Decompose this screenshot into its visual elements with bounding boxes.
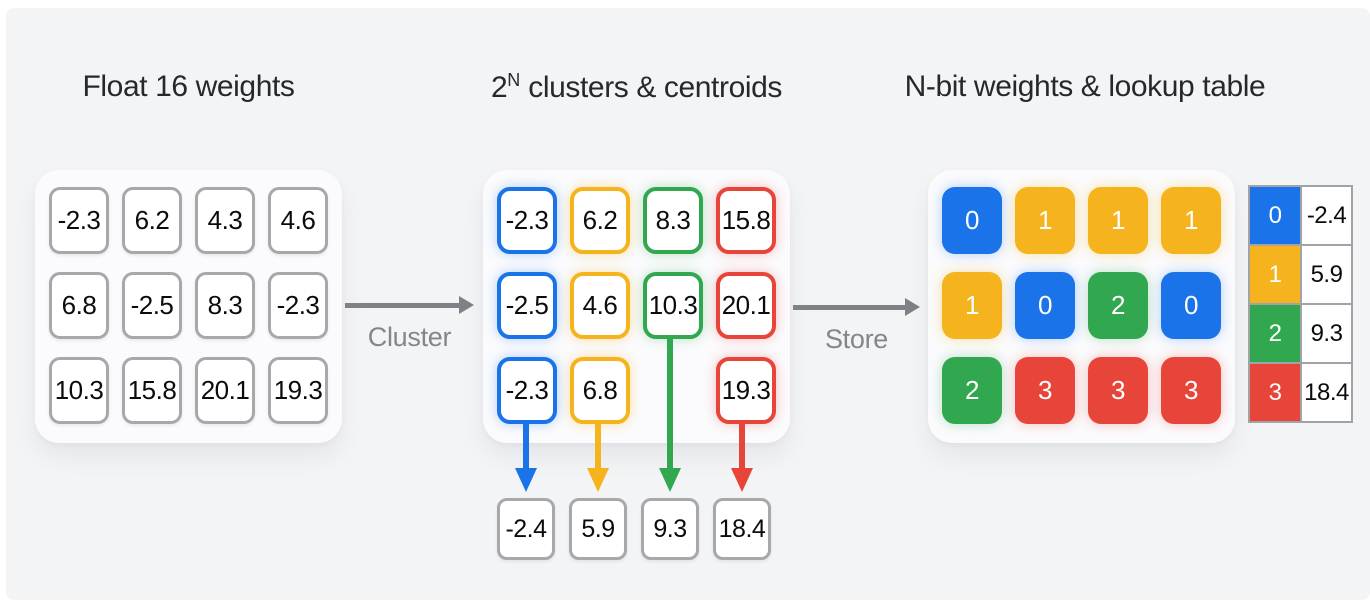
index-cell: 1 [942, 272, 1002, 339]
cluster-cell: 15.8 [716, 187, 776, 254]
weight-cell: -2.3 [49, 187, 109, 254]
centroid-cell: 18.4 [713, 498, 771, 560]
lookup-value-cell: 5.9 [1302, 246, 1351, 303]
nbit-weights-lookup-title: N-bit weights & lookup table [904, 70, 1266, 103]
arrow-head [731, 468, 753, 492]
lookup-index-cell: 3 [1250, 364, 1300, 421]
nbit-weights-grid: 0 1 1 1 1 0 2 0 2 3 3 3 [942, 187, 1221, 424]
cluster-cell: 10.3 [643, 272, 703, 339]
lookup-table: 0 -2.4 1 5.9 2 9.3 3 18.4 [1248, 185, 1353, 423]
cluster-cell: -2.3 [497, 187, 557, 254]
store-arrow-head [905, 298, 920, 316]
centroid-arrow-blue [515, 421, 537, 492]
clusters-centroids-title: 2N clusters & centroids [483, 70, 790, 105]
cluster-cell: -2.5 [497, 272, 557, 339]
lookup-value-cell: 18.4 [1302, 364, 1351, 421]
nbit-weights-card: 0 1 1 1 1 0 2 0 2 3 3 3 [928, 170, 1235, 443]
centroid-arrow-red [731, 421, 753, 492]
cluster-cell: 20.1 [716, 272, 776, 339]
store-arrow [793, 298, 920, 317]
index-cell: 0 [1161, 272, 1221, 339]
cluster-cell: 6.2 [570, 187, 630, 254]
centroid-cell: -2.4 [497, 498, 555, 560]
centroid-arrow-yellow [587, 421, 609, 492]
centroid-row: -2.4 5.9 9.3 18.4 [497, 498, 771, 560]
cluster-arrow-shaft [345, 303, 459, 308]
index-cell: 3 [1161, 357, 1221, 424]
arrow-shaft [667, 336, 673, 468]
index-cell: 0 [1015, 272, 1075, 339]
float16-weights-card: -2.3 6.2 4.3 4.6 6.8 -2.5 8.3 -2.3 10.3 … [35, 170, 342, 443]
weight-cell: -2.5 [122, 272, 182, 339]
centroid-cell: 9.3 [641, 498, 699, 560]
lookup-value-cell: -2.4 [1302, 187, 1351, 244]
weight-cell: 15.8 [122, 357, 182, 424]
weight-cell: 20.1 [195, 357, 255, 424]
cluster-cell: 8.3 [643, 187, 703, 254]
weight-cell: 6.2 [122, 187, 182, 254]
weight-cell: 10.3 [49, 357, 109, 424]
store-arrow-shaft [793, 305, 905, 310]
index-cell: 0 [942, 187, 1002, 254]
clusters-grid: -2.3 6.2 8.3 15.8 -2.5 4.6 10.3 20.1 -2.… [497, 187, 776, 424]
lookup-value-cell: 9.3 [1302, 305, 1351, 362]
index-cell: 3 [1088, 357, 1148, 424]
lookup-index-cell: 0 [1250, 187, 1300, 244]
clusters-card: -2.3 6.2 8.3 15.8 -2.5 4.6 10.3 20.1 -2.… [483, 170, 790, 443]
index-cell: 1 [1088, 187, 1148, 254]
title2-superscript-n: N [507, 70, 521, 90]
arrow-head [515, 468, 537, 492]
cluster-cell: 4.6 [570, 272, 630, 339]
weight-cell: 6.8 [49, 272, 109, 339]
arrow-head [659, 468, 681, 492]
index-cell: 3 [1015, 357, 1075, 424]
cluster-arrow-head [459, 296, 474, 314]
arrow-head [587, 468, 609, 492]
weight-cell: 8.3 [195, 272, 255, 339]
weight-cell: 4.6 [268, 187, 328, 254]
index-cell: 1 [1015, 187, 1075, 254]
weight-cell: 19.3 [268, 357, 328, 424]
float16-weights-grid: -2.3 6.2 4.3 4.6 6.8 -2.5 8.3 -2.3 10.3 … [49, 187, 328, 424]
weight-cell: 4.3 [195, 187, 255, 254]
store-arrow-label: Store [824, 324, 889, 354]
lookup-index-cell: 2 [1250, 305, 1300, 362]
cluster-arrow-label: Cluster [367, 322, 452, 352]
cluster-cell: 6.8 [570, 357, 630, 424]
index-cell: 2 [942, 357, 1002, 424]
centroid-arrow-green [659, 336, 681, 492]
lookup-index-cell: 1 [1250, 246, 1300, 303]
cluster-cell: 19.3 [716, 357, 776, 424]
title2-base: 2 [491, 71, 508, 104]
arrow-shaft [595, 421, 601, 468]
float16-weights-title: Float 16 weights [82, 70, 295, 103]
arrow-shaft [739, 421, 745, 468]
centroid-cell: 5.9 [569, 498, 627, 560]
index-cell: 1 [1161, 187, 1221, 254]
title2-rest: clusters & centroids [520, 71, 782, 104]
cluster-arrow [345, 296, 474, 315]
index-cell: 2 [1088, 272, 1148, 339]
arrow-shaft [523, 421, 529, 468]
weight-cell: -2.3 [268, 272, 328, 339]
cluster-cell: -2.3 [497, 357, 557, 424]
